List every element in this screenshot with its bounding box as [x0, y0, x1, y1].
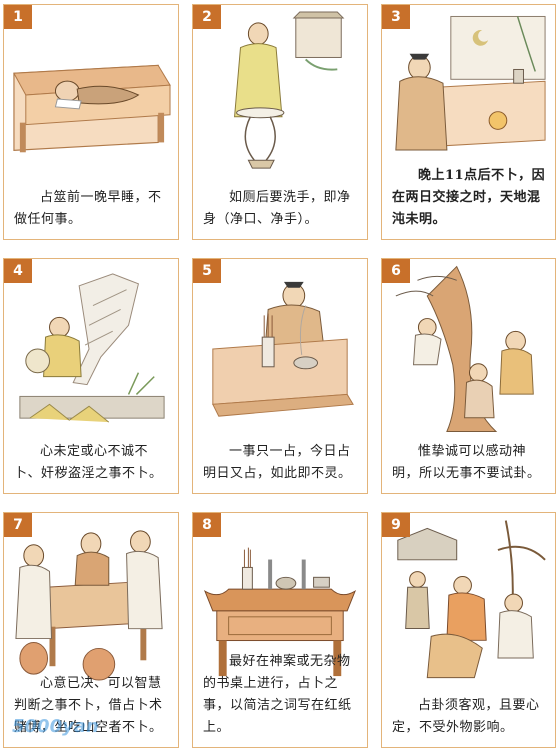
panel-caption: 晚上11点后不卜，因在两日交接之时，天地混沌未明。 — [392, 168, 546, 227]
panel-number: 4 — [4, 259, 32, 283]
panel-number: 5 — [193, 259, 221, 283]
panel-4-illustration — [10, 265, 172, 433]
panel-number: 8 — [193, 513, 221, 537]
panel-3-illustration — [388, 11, 549, 179]
panel-caption: 占筮前一晚早睡，不做任何事。 — [14, 190, 162, 227]
panel-caption: 占卦须客观，且要心定，不受外物影响。 — [392, 698, 540, 735]
panel-1: 1 占筮前一晚早睡，不做任何事。 — [3, 4, 179, 240]
panel-5-illustration — [199, 265, 361, 433]
panel-7: 7 心意已决、可以智慧判断之事不卜，借占卜术赌博，坐吃山空者不卜。 5000ya… — [3, 512, 179, 748]
panel-9-illustration — [388, 519, 549, 687]
panel-number: 3 — [382, 5, 410, 29]
panel-caption: 惟挚诚可以感动神明，所以无事不要试卦。 — [392, 444, 541, 481]
panel-2-illustration — [199, 11, 361, 179]
panel-caption: 如厕后要洗手，即净身（净口、净手）。 — [203, 190, 351, 227]
panel-8-illustration — [199, 519, 361, 687]
panel-5: 5 一事只一占，今日占明日又占，如此即不灵。 — [192, 258, 368, 494]
panel-2: 2 如厕后要洗手，即净身（净口、净手）。 — [192, 4, 368, 240]
panel-caption: 最好在神案或无杂物的书桌上进行，占卜之事，以简洁之词写在红纸上。 — [203, 654, 352, 735]
panel-number: 2 — [193, 5, 221, 29]
panel-4: 4 心未定或心不诚不卜、奸秽盗淫之事不卜。 — [3, 258, 179, 494]
panel-number: 6 — [382, 259, 410, 283]
panel-6-illustration — [388, 265, 549, 433]
panel-7-illustration — [10, 519, 172, 687]
panel-6: 6 惟挚诚可以感动神明，所以无事不要试卦。 — [381, 258, 556, 494]
panel-number: 1 — [4, 5, 32, 29]
panel-caption: 心意已决、可以智慧判断之事不卜，借占卜术赌博，坐吃山空者不卜。 — [14, 676, 163, 735]
panel-caption: 一事只一占，今日占明日又占，如此即不灵。 — [203, 444, 352, 481]
panel-number: 7 — [4, 513, 32, 537]
panel-9: 9 占卦须客观，且要心定，不受外物影响。 — [381, 512, 556, 748]
panel-caption: 心未定或心不诚不卜、奸秽盗淫之事不卜。 — [14, 444, 163, 481]
panel-1-illustration — [10, 11, 172, 179]
panel-8: 8 最好在神案或无杂物的书桌上进行，占卜之事，以简洁之词写在红纸上。 — [192, 512, 368, 748]
panel-3: 3 晚上11点后不卜，因在两日交接之时，天地混沌未明。 — [381, 4, 556, 240]
panel-number: 9 — [382, 513, 410, 537]
